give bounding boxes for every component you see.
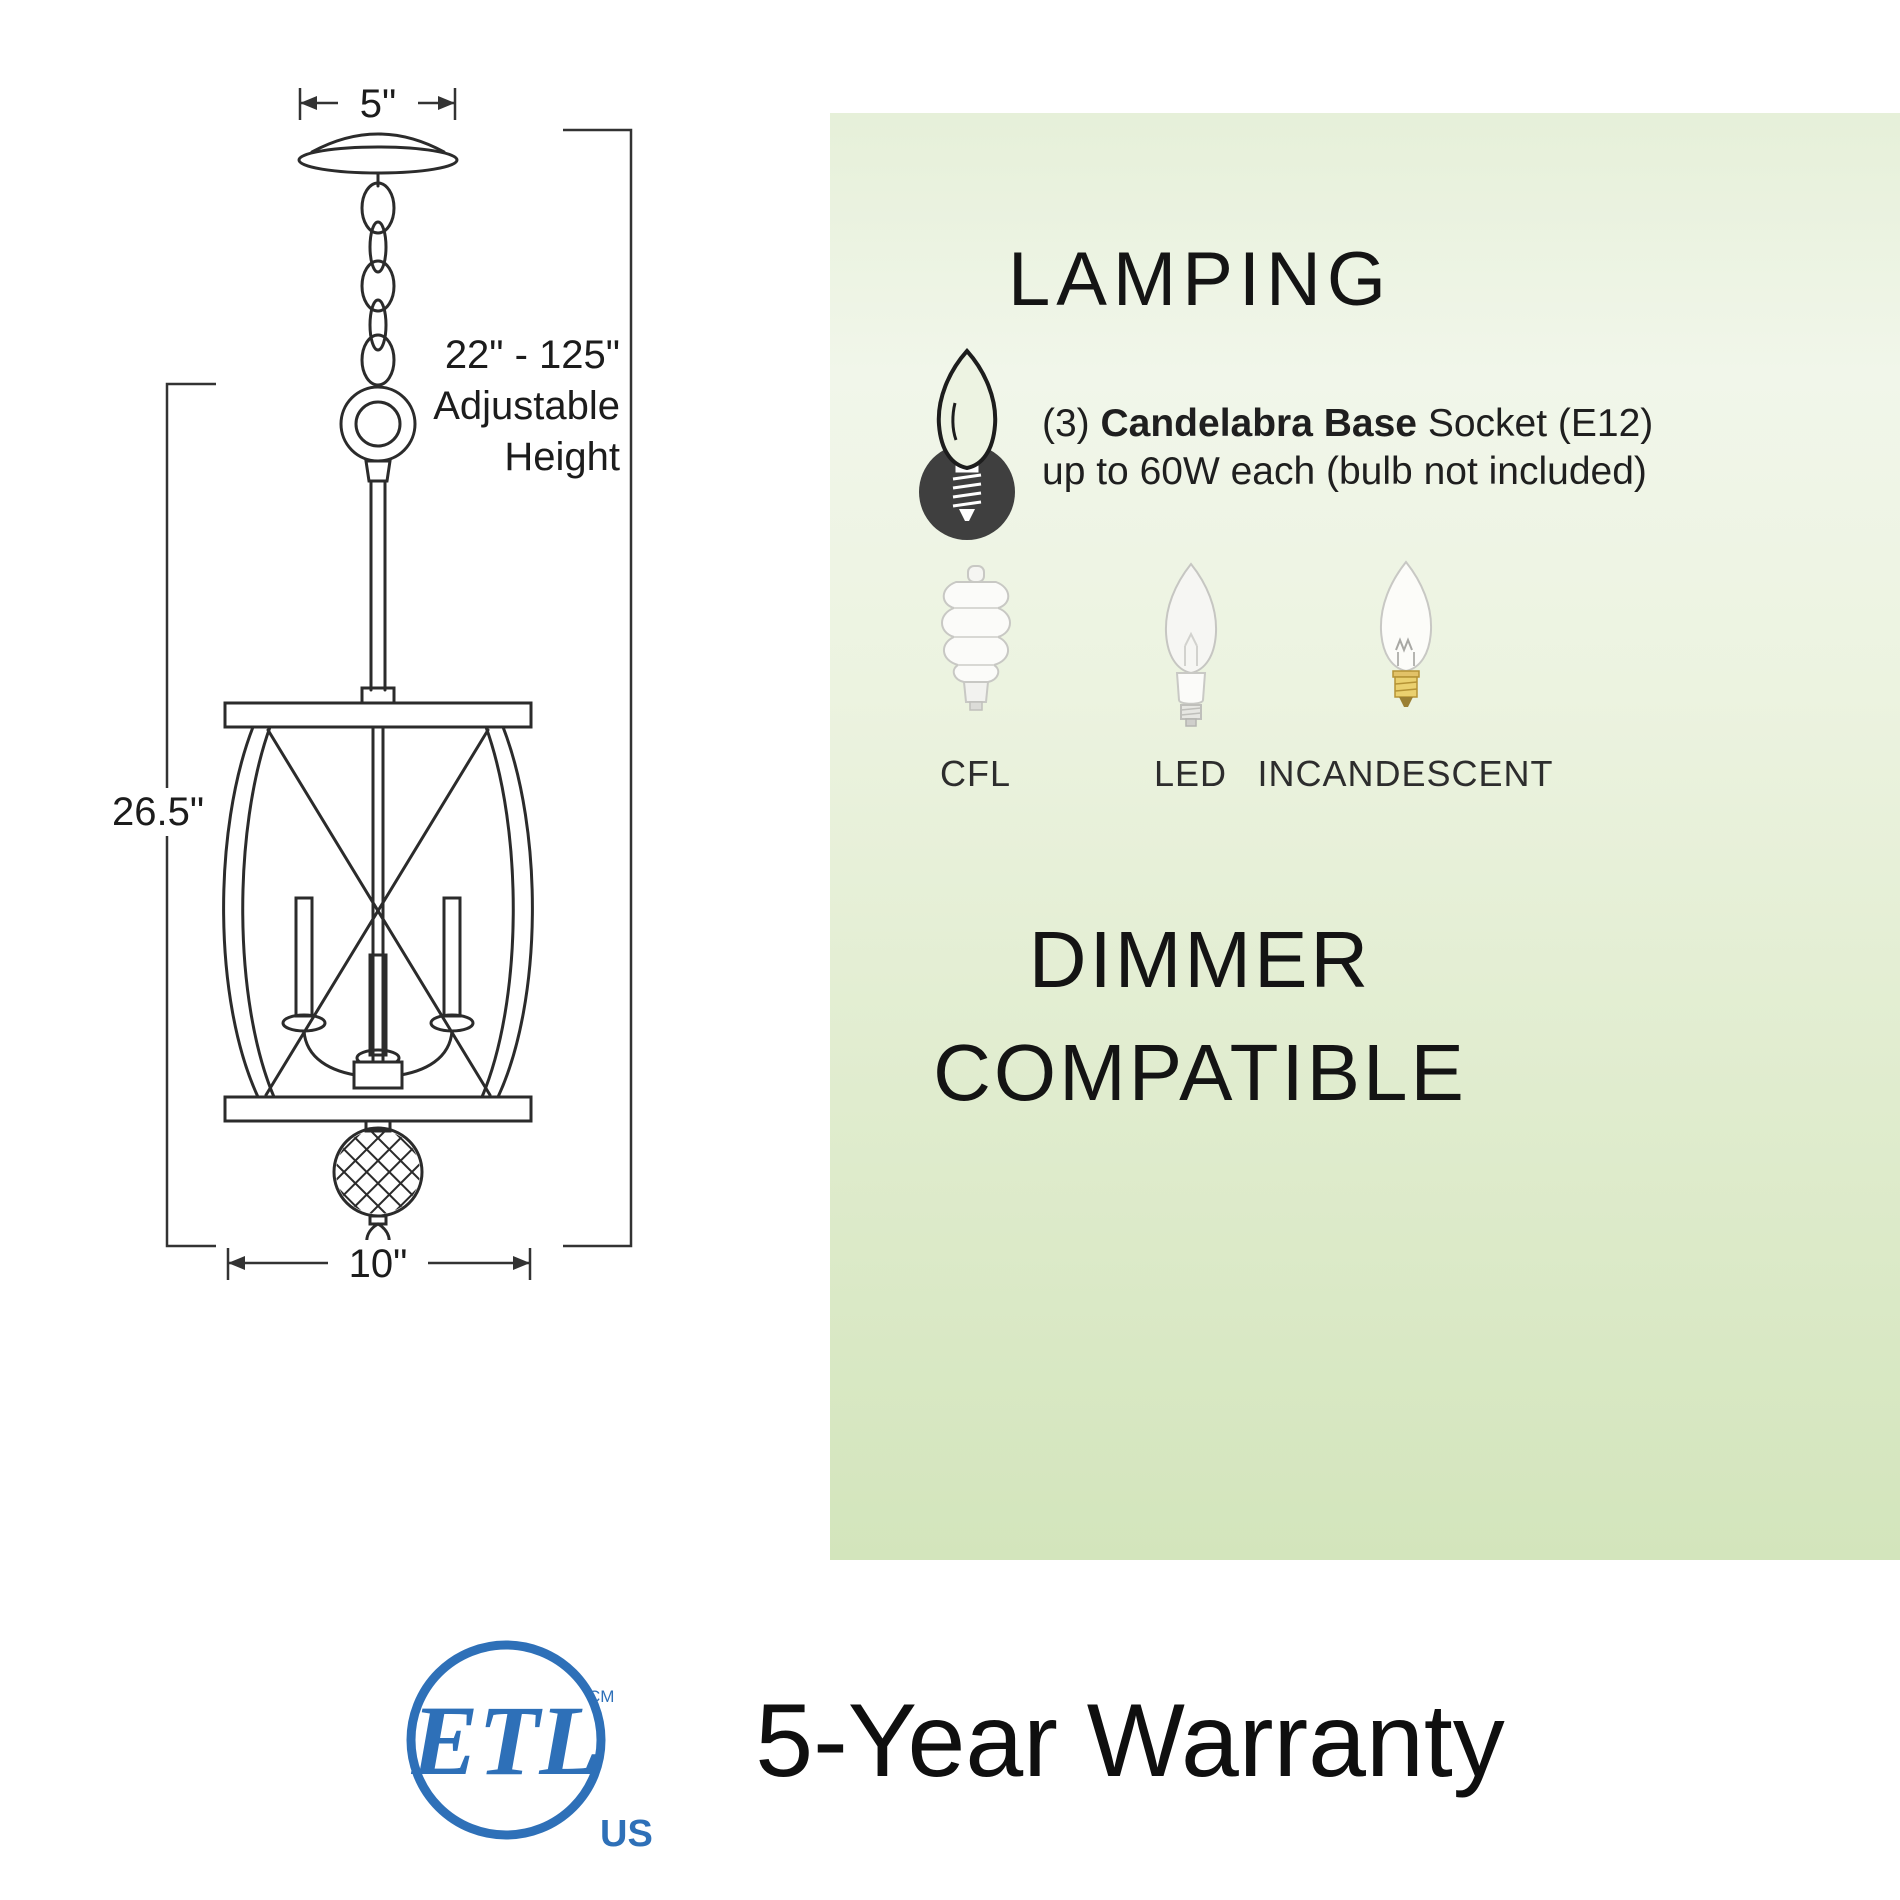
socket-circle-icon [919,444,1015,540]
cage-sides [222,725,534,1099]
warranty-text: 5-Year Warranty [755,1683,1505,1799]
height-range-value: 22" - 125" [444,333,620,377]
height-range-word1: Adjustable [433,384,620,428]
socket-description: (3) Candelabra Base Socket (E12) up to 6… [1042,400,1653,496]
dimmer-compatible-text: DIMMER COMPATIBLE [830,903,1570,1129]
etl-logo-ring [406,1640,606,1840]
socket-line2: up to 60W each (bulb not included) [1042,450,1647,493]
lamping-panel [830,113,1900,1560]
ball-lattice [336,1130,420,1214]
etl-logo-text: ETL [411,1685,601,1796]
led-bulb: LED [1083,558,1298,795]
dimmer-line1: DIMMER [1028,915,1372,1004]
body-height-label: 26.5" [100,788,216,836]
candle-lights [281,896,475,1078]
canopy-width-label: 5" [338,80,418,128]
candle-bulb-outline-icon [936,348,998,471]
led-label: LED [1153,753,1228,794]
socket-line1: (3) Candelabra Base Socket (E12) [1042,400,1653,448]
cage-bottom-plate [223,1095,533,1123]
ceiling-canopy [297,132,459,188]
center-hub [352,1060,404,1090]
socket-base-type: Candelabra Base [1100,402,1417,445]
cfl-label: CFL [939,753,1011,794]
down-rod [360,479,396,705]
cfl-bulb-icon [940,565,1011,711]
chandelier-fixture [222,132,534,1262]
lamping-title: LAMPING [1007,237,1393,322]
dimmer-line2: COMPATIBLE [933,1028,1467,1117]
dimension-arrowheads [228,96,530,1270]
height-range-word2: Height [504,435,620,479]
incandescent-label: INCANDESCENT [1257,753,1554,794]
body-width-label: 10" [328,1240,428,1288]
ring-loop [339,385,417,483]
cage-cross-braces [264,728,492,1097]
candelabra-socket-icon [919,348,1015,540]
chandelier-diagram [165,88,633,1280]
etl-certification-logo: ETL CM US [406,1640,653,1855]
cage-top-plate [223,701,533,729]
incandescent-bulb-icon [1379,560,1432,707]
hanging-chain [360,181,396,387]
socket-type-suffix: Socket (E12) [1416,402,1654,445]
etl-us-text: US [600,1813,653,1855]
led-bulb-icon [1164,562,1217,727]
adjustable-height-label: 22" - 125" Adjustable Height [358,330,620,483]
cfl-bulb: CFL [868,558,1083,795]
center-stem [371,725,385,1064]
socket-count: (3) [1042,402,1101,445]
etl-cm-text: CM [588,1687,614,1706]
incandescent-bulb: INCANDESCENT [1257,558,1553,795]
